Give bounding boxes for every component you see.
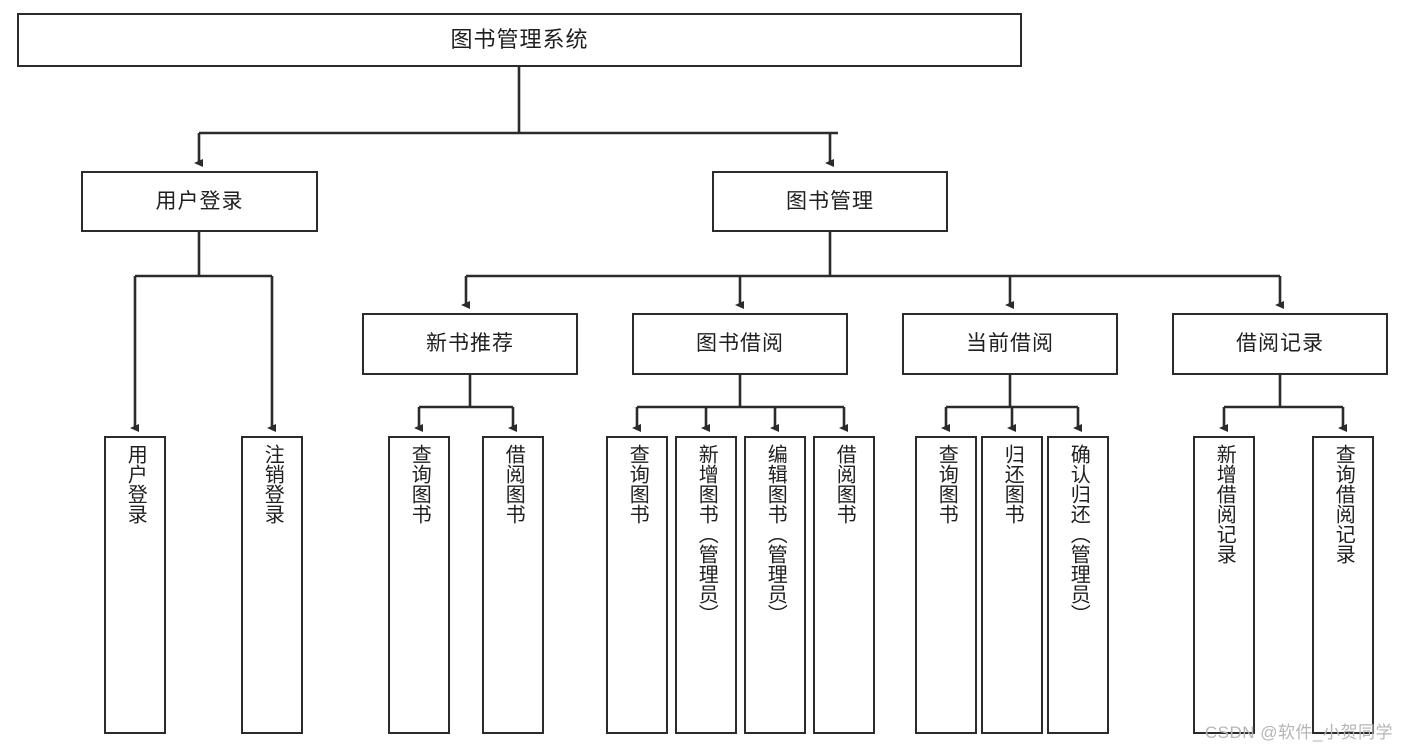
node-new-book-rec[interactable]: 新书推荐 xyxy=(362,313,578,375)
node-leaf-logout-login-label: 注销登录 xyxy=(261,444,284,524)
node-borrow-record-label: 借阅记录 xyxy=(1236,332,1324,356)
node-leaf-add-book-label: 新增图书（管理员） xyxy=(695,444,718,624)
node-book-manage-label: 图书管理 xyxy=(786,189,874,213)
node-leaf-borrow-book-2[interactable]: 借阅图书 xyxy=(813,436,875,734)
node-leaf-return-book[interactable]: 归还图书 xyxy=(981,436,1043,734)
node-leaf-borrow-book-1-label: 借阅图书 xyxy=(502,444,525,524)
node-borrow-record[interactable]: 借阅记录 xyxy=(1172,313,1388,375)
node-leaf-add-record[interactable]: 新增借阅记录 xyxy=(1193,436,1255,734)
node-leaf-edit-book-label: 编辑图书（管理员） xyxy=(764,444,787,624)
node-leaf-add-record-label: 新增借阅记录 xyxy=(1213,444,1236,564)
node-leaf-query-book-3[interactable]: 查询图书 xyxy=(915,436,977,734)
node-user-login-label: 用户登录 xyxy=(155,189,244,213)
node-leaf-user-login-label: 用户登录 xyxy=(124,444,147,524)
node-leaf-return-book-label: 归还图书 xyxy=(1001,444,1024,524)
node-current-borrow[interactable]: 当前借阅 xyxy=(902,313,1118,375)
node-leaf-confirm-return-label: 确认归还（管理员） xyxy=(1067,444,1090,624)
node-leaf-query-record[interactable]: 查询借阅记录 xyxy=(1312,436,1374,734)
node-leaf-user-login[interactable]: 用户登录 xyxy=(104,436,166,734)
node-leaf-add-book[interactable]: 新增图书（管理员） xyxy=(675,436,737,734)
node-book-borrow-label: 图书借阅 xyxy=(696,332,784,356)
node-leaf-query-book-2-label: 查询图书 xyxy=(626,444,649,524)
node-leaf-query-book-1[interactable]: 查询图书 xyxy=(388,436,450,734)
watermark: CSDN @软件_小贺同学 xyxy=(1204,723,1393,742)
node-leaf-edit-book[interactable]: 编辑图书（管理员） xyxy=(744,436,806,734)
node-root-label: 图书管理系统 xyxy=(450,26,589,52)
node-leaf-borrow-book-1[interactable]: 借阅图书 xyxy=(482,436,544,734)
node-leaf-query-book-3-label: 查询图书 xyxy=(935,444,958,524)
node-user-login[interactable]: 用户登录 xyxy=(81,171,318,232)
node-leaf-query-record-label: 查询借阅记录 xyxy=(1332,444,1355,564)
node-root[interactable]: 图书管理系统 xyxy=(17,13,1022,67)
node-leaf-confirm-return[interactable]: 确认归还（管理员） xyxy=(1047,436,1109,734)
node-leaf-query-book-1-label: 查询图书 xyxy=(408,444,431,524)
node-book-borrow[interactable]: 图书借阅 xyxy=(632,313,848,375)
node-leaf-logout-login[interactable]: 注销登录 xyxy=(241,436,303,734)
node-current-borrow-label: 当前借阅 xyxy=(966,332,1054,356)
node-leaf-query-book-2[interactable]: 查询图书 xyxy=(606,436,668,734)
node-leaf-borrow-book-2-label: 借阅图书 xyxy=(833,444,856,524)
node-new-book-rec-label: 新书推荐 xyxy=(426,332,514,356)
node-book-manage[interactable]: 图书管理 xyxy=(712,171,948,232)
